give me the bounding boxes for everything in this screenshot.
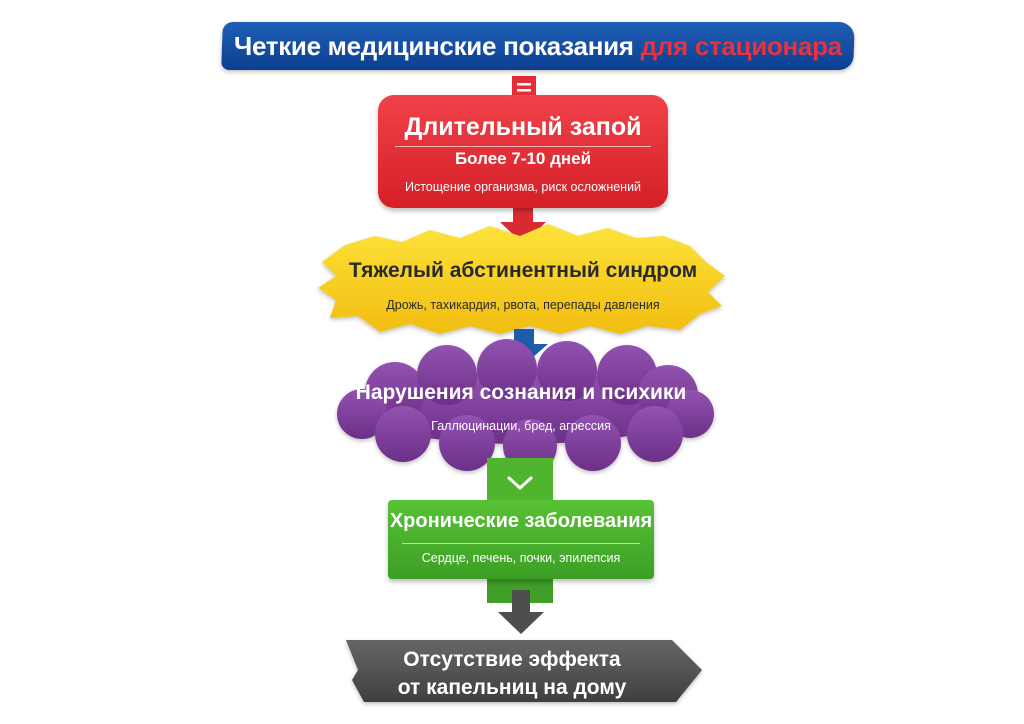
step-prolonged-binge	[378, 95, 668, 208]
page-title: Четкие медицинские показания для стацион…	[234, 31, 842, 62]
step-title: Хронические заболевания	[389, 510, 653, 532]
step-title: Нарушения сознания и психики	[355, 381, 687, 404]
step-title-line1: Отсутствие эффекта	[403, 648, 621, 671]
title-main: Четкие медицинские показания	[234, 30, 634, 61]
step-chronic-diseases	[388, 500, 654, 579]
burst-shape	[318, 224, 725, 334]
divider	[395, 146, 651, 147]
cloud-shape	[337, 339, 714, 473]
step-description: Дрожь, тахикардия, рвота, перепады давле…	[386, 298, 660, 312]
title-banner: Четкие медицинские показания для стацион…	[221, 22, 855, 70]
step-description: Сердце, печень, почки, эпилепсия	[421, 551, 621, 565]
step-subtitle: Более 7-10 дней	[454, 149, 592, 168]
chevron-down-icon	[487, 458, 553, 502]
step-title-line2: от капельниц на дому	[397, 676, 627, 699]
arrow-down-icon	[498, 590, 544, 634]
final-box-shape	[346, 640, 702, 702]
step-description: Галлюцинации, бред, агрессия	[431, 419, 611, 433]
divider	[402, 543, 640, 544]
step-title: Тяжелый абстинентный синдром	[348, 259, 698, 282]
title-accent: для стационара	[640, 30, 842, 61]
step-description: Истощение организма, риск осложнений	[404, 180, 642, 194]
arrow-down-icon	[500, 205, 546, 244]
step-title: Длительный запой	[404, 113, 642, 141]
